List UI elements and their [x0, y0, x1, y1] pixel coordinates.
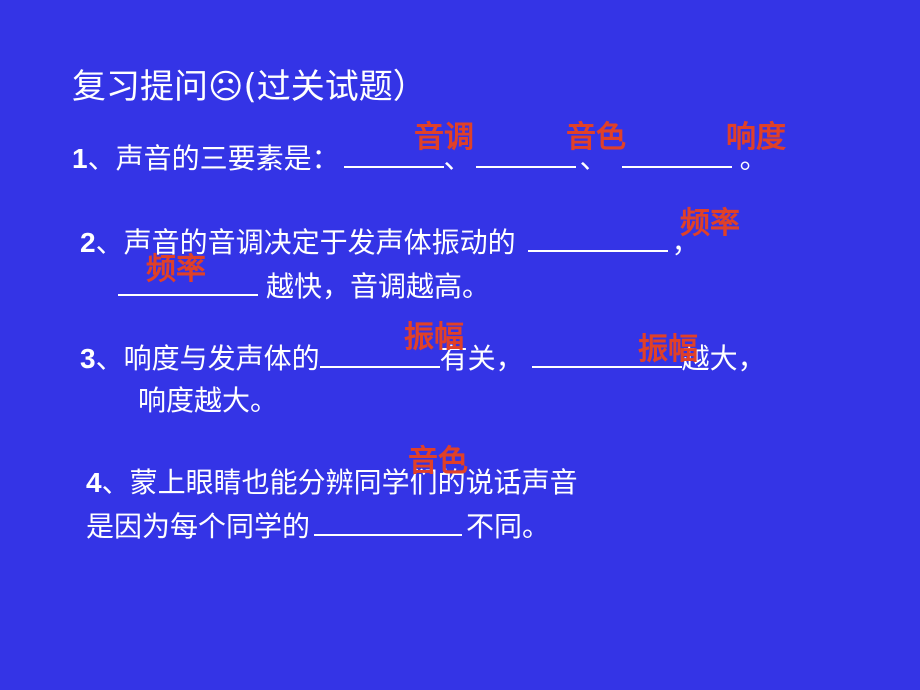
- question-3-line-1: 3、响度与发声体的 有关， 越大，: [80, 340, 766, 376]
- question-1-number: 1: [72, 143, 88, 174]
- question-3-line-2: 响度越大。: [138, 384, 278, 418]
- question-3-line-2-text: 响度越大。: [138, 384, 279, 417]
- question-4-line-2-end: 不同。: [466, 510, 551, 543]
- question-1-separator-1: 、: [443, 142, 472, 175]
- question-3-mid: 有关，: [439, 342, 524, 375]
- question-1-end: 。: [739, 142, 768, 175]
- answer-2-frequency-2: 频率: [146, 252, 206, 287]
- question-1-text: 、声音的三要素是：: [87, 142, 340, 175]
- question-2-line-1: 2、声音的音调决定于发声体振动的 ，: [80, 224, 700, 260]
- question-3-number: 3: [80, 343, 96, 374]
- question-3-end: 越大，: [681, 342, 766, 375]
- question-2-line-2-end: 越快，音调越高。: [266, 270, 491, 303]
- question-3-blank-1: [319, 340, 440, 368]
- question-1: 1、声音的三要素是： 、 、 。: [72, 140, 768, 176]
- question-4-line-2-start: 是因为每个同学的: [86, 510, 311, 543]
- question-2-blank-1: [527, 224, 668, 252]
- question-4-blank: [314, 508, 463, 536]
- question-4-text: 、蒙上眼睛也能分辨同学们的说话声音: [101, 466, 578, 499]
- question-3-blank-2: [531, 340, 682, 368]
- question-1-blank-2: [475, 140, 576, 168]
- question-4-number: 4: [86, 467, 102, 498]
- answer-1-loudness: 响度: [726, 120, 786, 155]
- question-2-line-2: 越快，音调越高。: [118, 268, 490, 304]
- answer-2-frequency-1: 频率: [680, 206, 740, 241]
- answer-3-amplitude-1: 振幅: [404, 320, 464, 355]
- question-2-comma: ，: [671, 226, 700, 259]
- answer-4-timbre: 音色: [408, 444, 468, 479]
- question-1-blank-1: [343, 140, 444, 168]
- answer-1-pitch: 音调: [414, 120, 474, 155]
- question-2-number: 2: [80, 227, 96, 258]
- question-4-line-1: 4、蒙上眼睛也能分辨同学们的说话声音: [86, 466, 578, 500]
- answer-1-timbre: 音色: [566, 120, 626, 155]
- slide-title: 复习提问☹(过关试题）: [72, 67, 427, 107]
- question-4-line-2: 是因为每个同学的 不同。: [86, 508, 550, 544]
- question-2-text: 、声音的音调决定于发声体振动的: [95, 226, 516, 259]
- answer-3-amplitude-2: 振幅: [638, 332, 698, 367]
- question-1-blank-3: [621, 140, 732, 168]
- question-3-text: 、响度与发声体的: [95, 342, 320, 375]
- question-1-separator-2: 、: [579, 142, 608, 175]
- question-2-blank-2: [118, 268, 258, 296]
